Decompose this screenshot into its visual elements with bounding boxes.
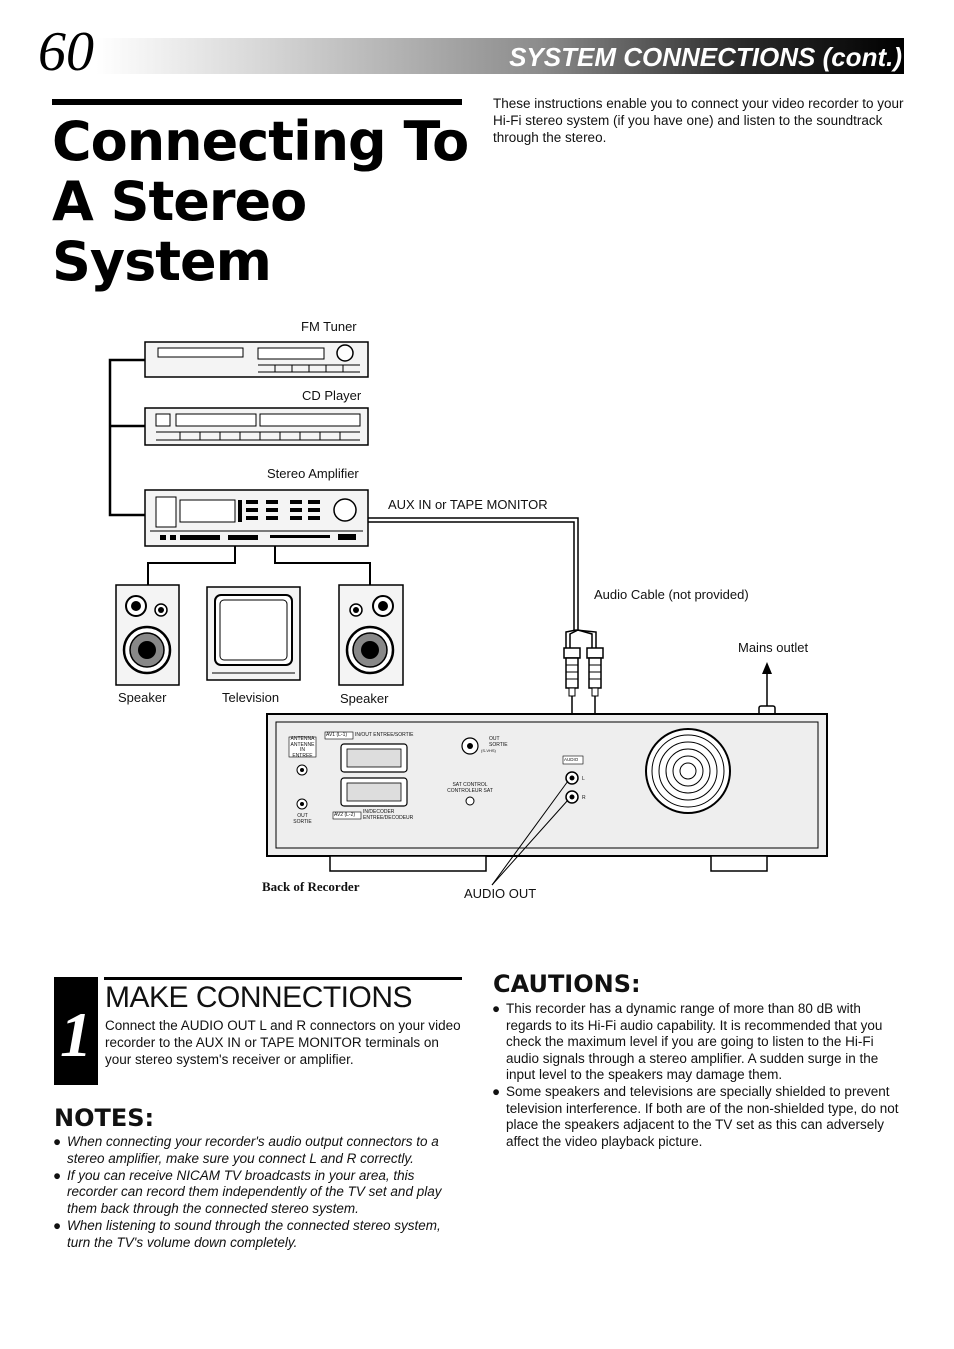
- cautions-list: ●This recorder has a dynamic range of mo…: [491, 1001, 906, 1150]
- panel-av2: AV2 (L-2): [334, 812, 356, 818]
- rca-plug-right: [586, 647, 604, 697]
- caution-item: ●This recorder has a dynamic range of mo…: [492, 1001, 883, 1083]
- connection-diagram: FM Tuner CD Player Stereo Amplifier AUX …: [0, 300, 954, 920]
- title-line-2: A Stereo: [52, 170, 307, 233]
- diagram-drawing: [108, 341, 828, 886]
- speaker-right-unit: [338, 584, 404, 686]
- caution-text: Some speakers and televisions are specia…: [506, 1083, 899, 1149]
- panel-antenna-label: ANTENNA ANTENNE IN ENTREE: [289, 736, 316, 759]
- label-fm-tuner: FM Tuner: [301, 319, 357, 334]
- recorder-back-unit: [266, 713, 828, 872]
- panel-out: OUT: [297, 813, 308, 819]
- note-text: If you can receive NICAM TV broadcasts i…: [67, 1167, 442, 1217]
- panel-out-label: OUT SORTIE: [289, 813, 316, 825]
- television-unit: [206, 586, 301, 681]
- title-line-3: System: [52, 230, 272, 293]
- panel-av2-text-1: IN/DECODER: [363, 809, 395, 815]
- panel-s-out-3: (S-VHS): [481, 748, 496, 753]
- intro-paragraph: These instructions enable you to connect…: [493, 96, 904, 145]
- note-item: ●When connecting your recorder's audio o…: [53, 1134, 439, 1166]
- cd-player-unit: [144, 407, 369, 446]
- audio-cable: [368, 517, 597, 648]
- label-cd-player: CD Player: [302, 388, 362, 403]
- component-bracket: [108, 358, 145, 517]
- label-speaker-left: Speaker: [118, 690, 167, 705]
- note-item: ●If you can receive NICAM TV broadcasts …: [53, 1167, 442, 1217]
- panel-sortie: SORTIE: [293, 819, 312, 825]
- label-audio-cable: Audio Cable (not provided): [594, 587, 749, 602]
- panel-audio-small: AUDIO: [564, 757, 579, 762]
- fm-tuner-unit: [144, 341, 369, 378]
- panel-antenna: ANTENNA: [290, 736, 315, 742]
- notes-list: ●When connecting your recorder's audio o…: [52, 1134, 462, 1252]
- label-mains-outlet: Mains outlet: [738, 640, 809, 655]
- header-bar: [96, 38, 904, 74]
- label-speaker-right: Speaker: [340, 691, 389, 706]
- panel-r: R: [582, 795, 586, 801]
- page-number: 60: [38, 21, 94, 83]
- cautions-heading: CAUTIONS:: [493, 970, 641, 998]
- caution-item: ●Some speakers and televisions are speci…: [492, 1083, 899, 1149]
- audio-out-pointer: [491, 780, 569, 886]
- step-number: 1: [60, 999, 92, 1070]
- panel-av2-text: IN/DECODER ENTREE/DECODEUR: [363, 809, 414, 821]
- panel-av1: AV1 (L-1): [326, 732, 348, 738]
- step-rule: [104, 977, 462, 980]
- section-title: SYSTEM CONNECTIONS (cont.): [509, 42, 902, 72]
- label-audio-out: AUDIO OUT: [464, 886, 537, 901]
- panel-av2-text-2: ENTREE/DECODEUR: [363, 814, 414, 821]
- panel-s-out-2: SORTIE: [489, 741, 508, 748]
- panel-s-out-1: OUT: [489, 736, 500, 742]
- note-item: ●When listening to sound through the con…: [53, 1217, 441, 1250]
- page-title: Connecting To A Stereo System: [52, 112, 472, 292]
- panel-in: IN: [300, 747, 305, 753]
- title-line-1: Connecting To: [52, 110, 469, 173]
- step-number-box: [54, 977, 98, 1085]
- panel-sat-1: SAT CONTROL: [452, 782, 488, 788]
- speaker-left-unit: [115, 584, 180, 686]
- title-rule: [52, 99, 462, 105]
- rca-plug-left: [563, 647, 581, 697]
- panel-l: L: [582, 776, 585, 782]
- note-text: When listening to sound through the conn…: [67, 1217, 441, 1250]
- panel-sat-2: CONTROLEUR SAT: [447, 787, 493, 794]
- label-back-of-recorder: Back of Recorder: [262, 879, 360, 894]
- panel-sat-control: SAT CONTROL CONTROLEUR SAT: [440, 782, 500, 794]
- label-stereo-amplifier: Stereo Amplifier: [267, 466, 359, 481]
- caution-text: This recorder has a dynamic range of mor…: [506, 1001, 883, 1083]
- panel-s-out: OUT SORTIE (S-VHS): [481, 736, 508, 754]
- panel-entree: ENTREE: [292, 752, 313, 759]
- label-aux-in: AUX IN or TAPE MONITOR: [388, 497, 548, 512]
- label-television: Television: [222, 690, 280, 705]
- panel-av1-text: IN/OUT ENTREE/SORTIE: [355, 732, 414, 738]
- step-title: MAKE CONNECTIONS: [105, 981, 413, 1014]
- stereo-amplifier-unit: [144, 489, 369, 547]
- step-text: Connect the AUDIO OUT L and R connectors…: [105, 1018, 461, 1067]
- panel-antenne: ANTENNE: [290, 741, 315, 748]
- note-text: When connecting your recorder's audio ou…: [67, 1134, 439, 1166]
- notes-heading: NOTES:: [54, 1104, 155, 1132]
